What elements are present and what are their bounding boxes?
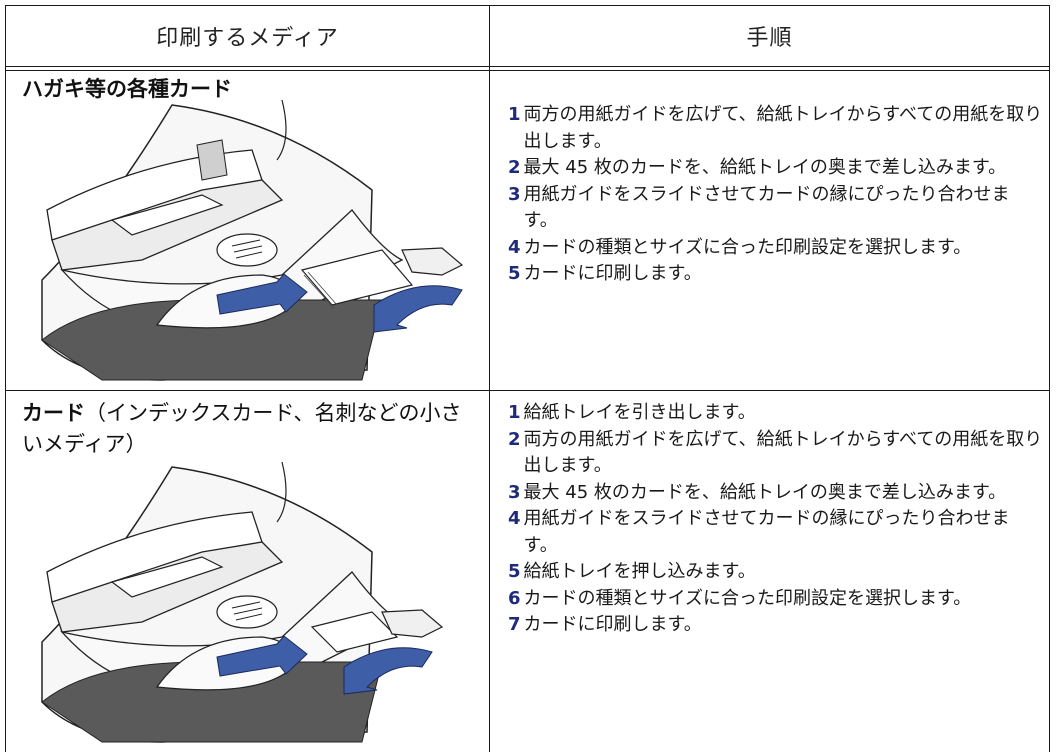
step-text: 両方の用紙ガイドを広げて、給紙トレイからすべての用紙を取り出します。 xyxy=(523,428,1043,477)
step-number: 2 xyxy=(508,157,521,178)
step-text: 用紙ガイドをスライドさせてカードの縁にぴったり合わせます。 xyxy=(523,508,1010,556)
step-text: 両方の用紙ガイドを広げて、給紙トレイからすべての用紙を取り出します。 xyxy=(523,104,1043,152)
arrow-icon xyxy=(216,635,308,677)
step-number: 4 xyxy=(508,236,521,258)
step-text: カードに印刷します。 xyxy=(523,614,702,635)
media-title-bold: カード xyxy=(22,401,85,425)
header-procedure: 手順 xyxy=(746,26,793,51)
printer-card-illustration xyxy=(41,100,464,381)
step-text: 給紙トレイを引き出します。 xyxy=(523,402,756,423)
arrow-icon xyxy=(373,285,463,333)
step-text: 最大 45 枚のカードを、給紙トレイの奥まで差し込みます。 xyxy=(523,157,1007,178)
header-divider-2 xyxy=(5,70,1050,71)
row-divider xyxy=(5,390,1050,391)
arrow-icon xyxy=(216,273,308,315)
table-border-top xyxy=(5,5,1050,6)
printer-card-illustration xyxy=(41,462,444,743)
media-title-postcard: ハガキ等の各種カード xyxy=(22,74,477,105)
step-number: 1 xyxy=(508,402,521,423)
step-text: カードに印刷します。 xyxy=(523,263,702,284)
header-media: 印刷するメディア xyxy=(156,26,339,51)
step-text: カードの種類とサイズに合った印刷設定を選択します。 xyxy=(523,587,972,609)
step-number: 3 xyxy=(508,481,521,503)
table-border-left xyxy=(5,5,6,752)
step-text: 用紙ガイドをスライドさせてカードの縁にぴったり合わせます。 xyxy=(523,183,1010,232)
arrow-icon xyxy=(343,647,433,695)
step-number: 5 xyxy=(508,561,521,582)
header-divider-1 xyxy=(5,66,1050,67)
step-number: 6 xyxy=(508,587,521,609)
step-number: 3 xyxy=(508,183,521,205)
step-number: 1 xyxy=(508,104,521,125)
step-text: 最大 45 枚のカードを、給紙トレイの奥まで差し込みます。 xyxy=(523,481,1007,503)
column-divider xyxy=(489,5,490,752)
media-title-card: カード（インデックスカード、名刺などの小さいメディア） xyxy=(22,398,477,460)
table-border-right xyxy=(1049,5,1050,752)
step-number: 2 xyxy=(508,428,521,450)
media-title-rest: （インデックスカード、名刺などの小さいメディア） xyxy=(22,401,462,456)
media-title-bold: ハガキ等の各種カード xyxy=(22,77,232,101)
step-number: 4 xyxy=(508,508,521,529)
step-number: 7 xyxy=(508,614,521,635)
step-number: 5 xyxy=(508,263,521,284)
step-text: 給紙トレイを押し込みます。 xyxy=(523,561,756,582)
step-text: カードの種類とサイズに合った印刷設定を選択します。 xyxy=(523,236,972,258)
